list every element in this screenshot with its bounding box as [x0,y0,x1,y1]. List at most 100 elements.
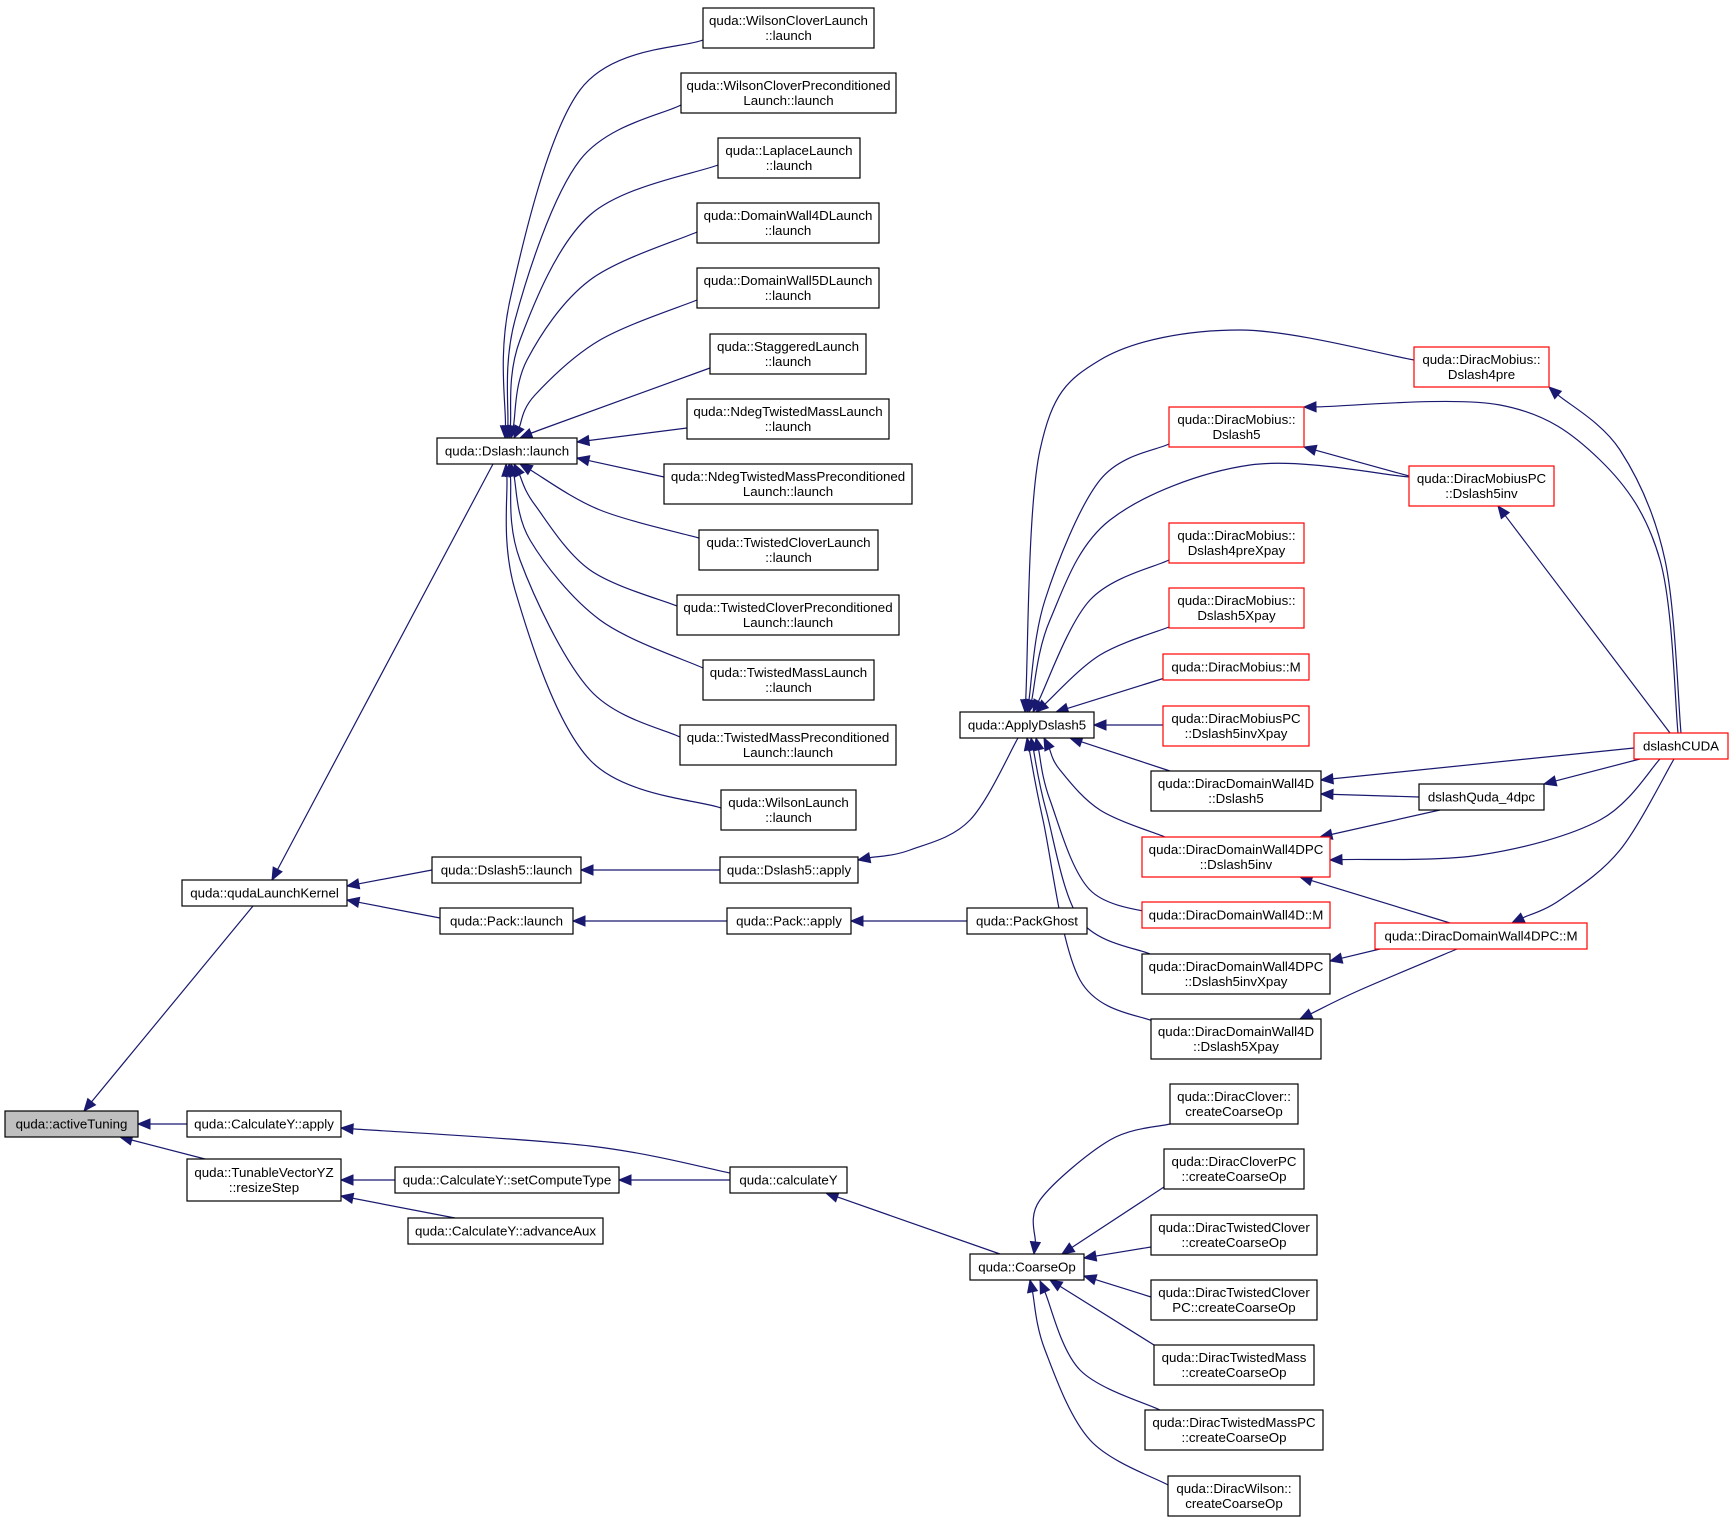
node-box[interactable] [686,398,890,440]
node-box[interactable] [1141,836,1331,878]
node-dw4dDslash5[interactable]: quda::DiracDomainWall4D::Dslash5 [1150,770,1322,812]
node-tcCreate[interactable]: quda::DiracTwistedClover::createCoarseOp [1150,1214,1318,1256]
node-box[interactable] [663,463,913,505]
node-box[interactable] [1169,1083,1299,1125]
node-calcYapply[interactable]: quda::CalculateY::apply [186,1110,342,1138]
node-advanceAux[interactable]: quda::CalculateY::advanceAux [407,1217,604,1245]
node-box[interactable] [1168,406,1305,448]
node-box[interactable] [1418,783,1545,811]
node-box[interactable] [1150,1279,1318,1321]
node-box[interactable] [4,1110,139,1138]
node-cloverCreate[interactable]: quda::DiracClover::createCoarseOp [1169,1083,1299,1125]
node-box[interactable] [966,907,1088,935]
node-box[interactable] [709,333,867,375]
node-box[interactable] [1413,346,1550,388]
node-wilsonCreate[interactable]: quda::DiracWilson::createCoarseOp [1167,1475,1301,1517]
node-tmLaunch[interactable]: quda::TwistedMassLaunch::launch [702,659,875,701]
node-box[interactable] [679,724,897,766]
node-mobpcDslash5invXpay[interactable]: quda::DiracMobiusPC::Dslash5invXpay [1162,705,1310,747]
node-packLaunch[interactable]: quda::Pack::launch [439,907,574,935]
node-box[interactable] [1168,587,1305,629]
node-wcpLaunch[interactable]: quda::WilsonCloverPreconditionedLaunch::… [680,72,897,114]
node-box[interactable] [696,202,880,244]
node-mobDslash4pre[interactable]: quda::DiracMobius::Dslash4pre [1413,346,1550,388]
node-tcLaunch[interactable]: quda::TwistedCloverLaunch::launch [698,529,879,571]
node-wLaunch[interactable]: quda::WilsonLaunch::launch [720,789,857,831]
node-box[interactable] [431,856,582,884]
node-tmpLaunch[interactable]: quda::TwistedMassPreconditionedLaunch::l… [679,724,897,766]
node-box[interactable] [1374,922,1588,950]
node-box[interactable] [959,711,1095,739]
node-box[interactable] [1168,522,1305,564]
node-mobDslash5Xpay[interactable]: quda::DiracMobius::Dslash5Xpay [1168,587,1305,629]
node-dslashLaunch[interactable]: quda::Dslash::launch [436,437,578,465]
node-box[interactable] [1153,1344,1315,1386]
node-coarseOp[interactable]: quda::CoarseOp [969,1253,1085,1281]
node-box[interactable] [1144,1409,1324,1451]
node-box[interactable] [717,137,861,179]
node-box[interactable] [436,437,578,465]
node-box[interactable] [726,907,852,935]
node-tmPCCreate[interactable]: quda::DiracTwistedMassPC::createCoarseOp [1144,1409,1324,1451]
node-box[interactable] [1141,953,1331,995]
node-tcpLaunch[interactable]: quda::TwistedCloverPreconditionedLaunch:… [676,594,900,636]
node-box[interactable] [1162,705,1310,747]
node-dslash5Launch[interactable]: quda::Dslash5::launch [431,856,582,884]
node-box[interactable] [720,789,857,831]
node-box[interactable] [969,1253,1085,1281]
node-resizeStep[interactable]: quda::TunableVectorYZ::resizeStep [186,1158,342,1202]
node-box[interactable] [1163,1148,1305,1190]
node-box[interactable] [696,267,880,309]
node-box[interactable] [1150,1214,1318,1256]
node-box[interactable] [719,856,859,884]
node-box[interactable] [1633,732,1729,760]
node-qudaLaunchKernel[interactable]: quda::qudaLaunchKernel [181,879,348,907]
node-dw4dM[interactable]: quda::DiracDomainWall4D::M [1141,901,1331,929]
node-box[interactable] [729,1166,848,1194]
node-dslashQuda4dpc[interactable]: dslashQuda_4dpc [1418,783,1545,811]
node-box[interactable] [1150,770,1322,812]
node-calculateY[interactable]: quda::calculateY [729,1166,848,1194]
node-box[interactable] [702,659,875,701]
node-mobDslash4preXpay[interactable]: quda::DiracMobius::Dslash4preXpay [1168,522,1305,564]
node-packApply[interactable]: quda::Pack::apply [726,907,852,935]
node-box[interactable] [1408,465,1555,507]
node-dw4Launch[interactable]: quda::DomainWall4DLaunch::launch [696,202,880,244]
node-box[interactable] [1167,1475,1301,1517]
node-cloverPCCreate[interactable]: quda::DiracCloverPC::createCoarseOp [1163,1148,1305,1190]
node-box[interactable] [394,1166,620,1194]
node-stagLaunch[interactable]: quda::StaggeredLaunch::launch [709,333,867,375]
node-dslashCUDA[interactable]: dslashCUDA [1633,732,1729,760]
node-dw5Launch[interactable]: quda::DomainWall5DLaunch::launch [696,267,880,309]
node-wcLaunch[interactable]: quda::WilsonCloverLaunch::launch [702,7,875,49]
node-box[interactable] [1162,653,1310,681]
node-box[interactable] [186,1158,342,1202]
node-dw4dpcDslash5invXpay[interactable]: quda::DiracDomainWall4DPC::Dslash5invXpa… [1141,953,1331,995]
node-box[interactable] [698,529,879,571]
node-ndegpLaunch[interactable]: quda::NdegTwistedMassPreconditionedLaunc… [663,463,913,505]
node-mobM[interactable]: quda::DiracMobius::M [1162,653,1310,681]
node-tmCreate[interactable]: quda::DiracTwistedMass::createCoarseOp [1153,1344,1315,1386]
node-mobDslash5[interactable]: quda::DiracMobius::Dslash5 [1168,406,1305,448]
node-box[interactable] [186,1110,342,1138]
node-box[interactable] [1141,901,1331,929]
node-activeTuning[interactable]: quda::activeTuning [4,1110,139,1138]
node-dslash5apply[interactable]: quda::Dslash5::apply [719,856,859,884]
node-box[interactable] [680,72,897,114]
node-mobpcDslash5inv[interactable]: quda::DiracMobiusPC::Dslash5inv [1408,465,1555,507]
node-box[interactable] [1150,1018,1322,1060]
node-dw4dpcDslash5inv[interactable]: quda::DiracDomainWall4DPC::Dslash5inv [1141,836,1331,878]
node-box[interactable] [439,907,574,935]
node-box[interactable] [702,7,875,49]
node-box[interactable] [407,1217,604,1245]
node-applyDslash5[interactable]: quda::ApplyDslash5 [959,711,1095,739]
node-packGhost[interactable]: quda::PackGhost [966,907,1088,935]
node-dw4dDslash5Xpay[interactable]: quda::DiracDomainWall4D::Dslash5Xpay [1150,1018,1322,1060]
node-lapLaunch[interactable]: quda::LaplaceLaunch::launch [717,137,861,179]
node-box[interactable] [181,879,348,907]
node-tcPCCreate[interactable]: quda::DiracTwistedCloverPC::createCoarse… [1150,1279,1318,1321]
node-box[interactable] [676,594,900,636]
node-ndegLaunch[interactable]: quda::NdegTwistedMassLaunch::launch [686,398,890,440]
node-setComputeType[interactable]: quda::CalculateY::setComputeType [394,1166,620,1194]
node-dw4dpcM[interactable]: quda::DiracDomainWall4DPC::M [1374,922,1588,950]
